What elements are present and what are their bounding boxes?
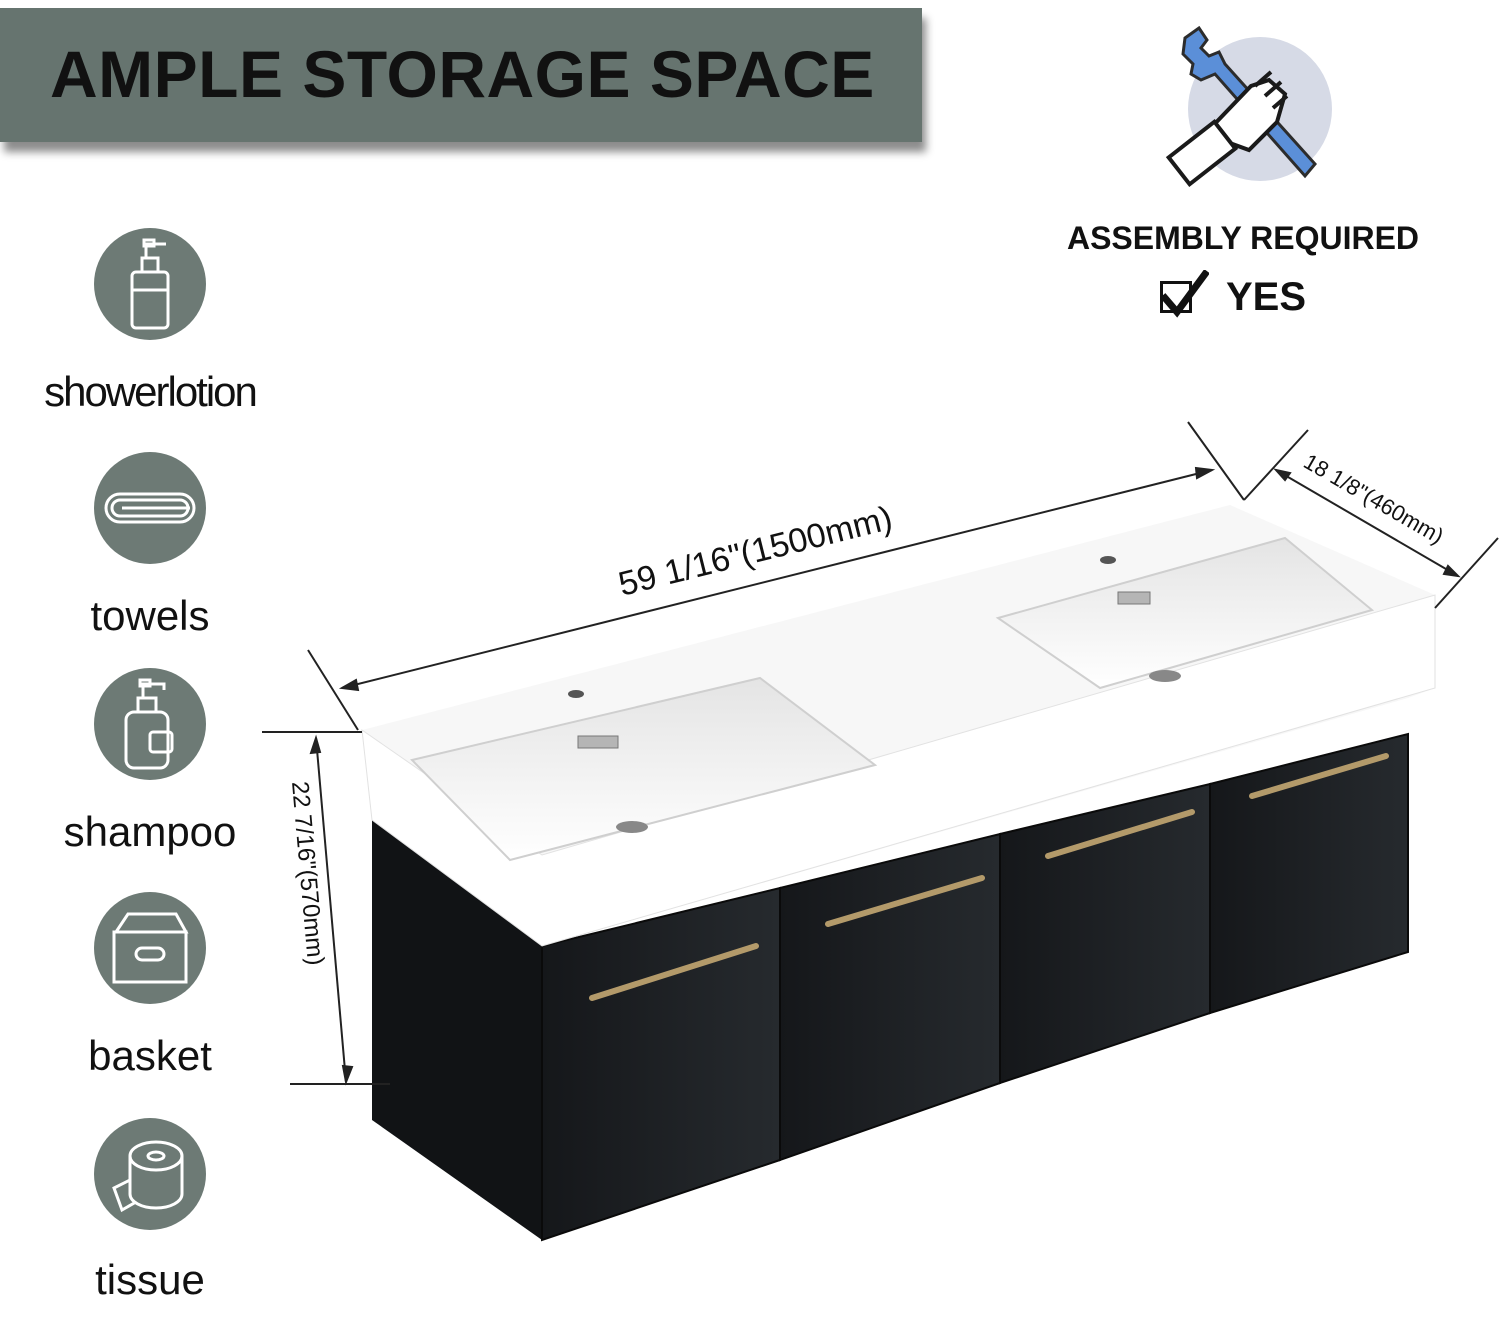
assembly-value-row: YES — [1160, 270, 1307, 322]
feature-label: shampoo — [63, 808, 237, 855]
tissue-roll-icon — [94, 1118, 206, 1230]
feature-label: basket — [88, 1032, 212, 1079]
feature-label: showerlotion — [44, 368, 258, 415]
dimension-lines — [262, 421, 1499, 1086]
assembly-label: ASSEMBLY REQUIRED — [1066, 220, 1420, 256]
banner-title: AMPLE STORAGE SPACE — [50, 37, 875, 111]
door-handle — [1249, 753, 1389, 799]
feature-shampoo: shampoo — [0, 668, 310, 868]
vanity-illustration: 59 1/16"(1500mm) 18 1/8"(460mm) 22 7/16"… — [262, 421, 1499, 1242]
dimension-width-label: 59 1/16"(1500mm) — [615, 499, 896, 604]
door-handle — [825, 875, 985, 927]
cabinet-door-1[interactable] — [541, 886, 781, 1242]
lotion-bottle-icon — [94, 228, 206, 340]
feature-shower-lotion: showerlotion — [0, 228, 310, 428]
door-handle — [1045, 809, 1195, 859]
feature-label: towels — [90, 592, 210, 639]
right-sink — [995, 536, 1375, 690]
basket-box-icon — [94, 892, 206, 1004]
feature-towels: towels — [0, 452, 310, 652]
left-sink — [410, 676, 878, 862]
assembly-info: ASSEMBLY REQUIRED YES — [1040, 0, 1460, 330]
feature-label: tissue — [95, 1256, 205, 1303]
cabinet-door-4[interactable] — [1209, 732, 1409, 1015]
dimension-depth-label: 18 1/8"(460mm) — [1300, 449, 1448, 549]
assembly-value: YES — [1226, 274, 1307, 319]
wrench-hand-icon — [1165, 24, 1335, 194]
title-banner: AMPLE STORAGE SPACE — [0, 8, 922, 142]
door-handle — [589, 943, 759, 1001]
feature-basket: basket — [0, 892, 310, 1092]
cabinet — [372, 732, 1409, 1242]
shampoo-bottle-icon — [94, 668, 206, 780]
double-basin-top — [361, 505, 1436, 947]
cabinet-door-3[interactable] — [999, 782, 1211, 1085]
checkbox-checked-icon — [1160, 270, 1209, 318]
feature-tissue: tissue — [0, 1118, 310, 1318]
towels-icon — [94, 452, 206, 564]
